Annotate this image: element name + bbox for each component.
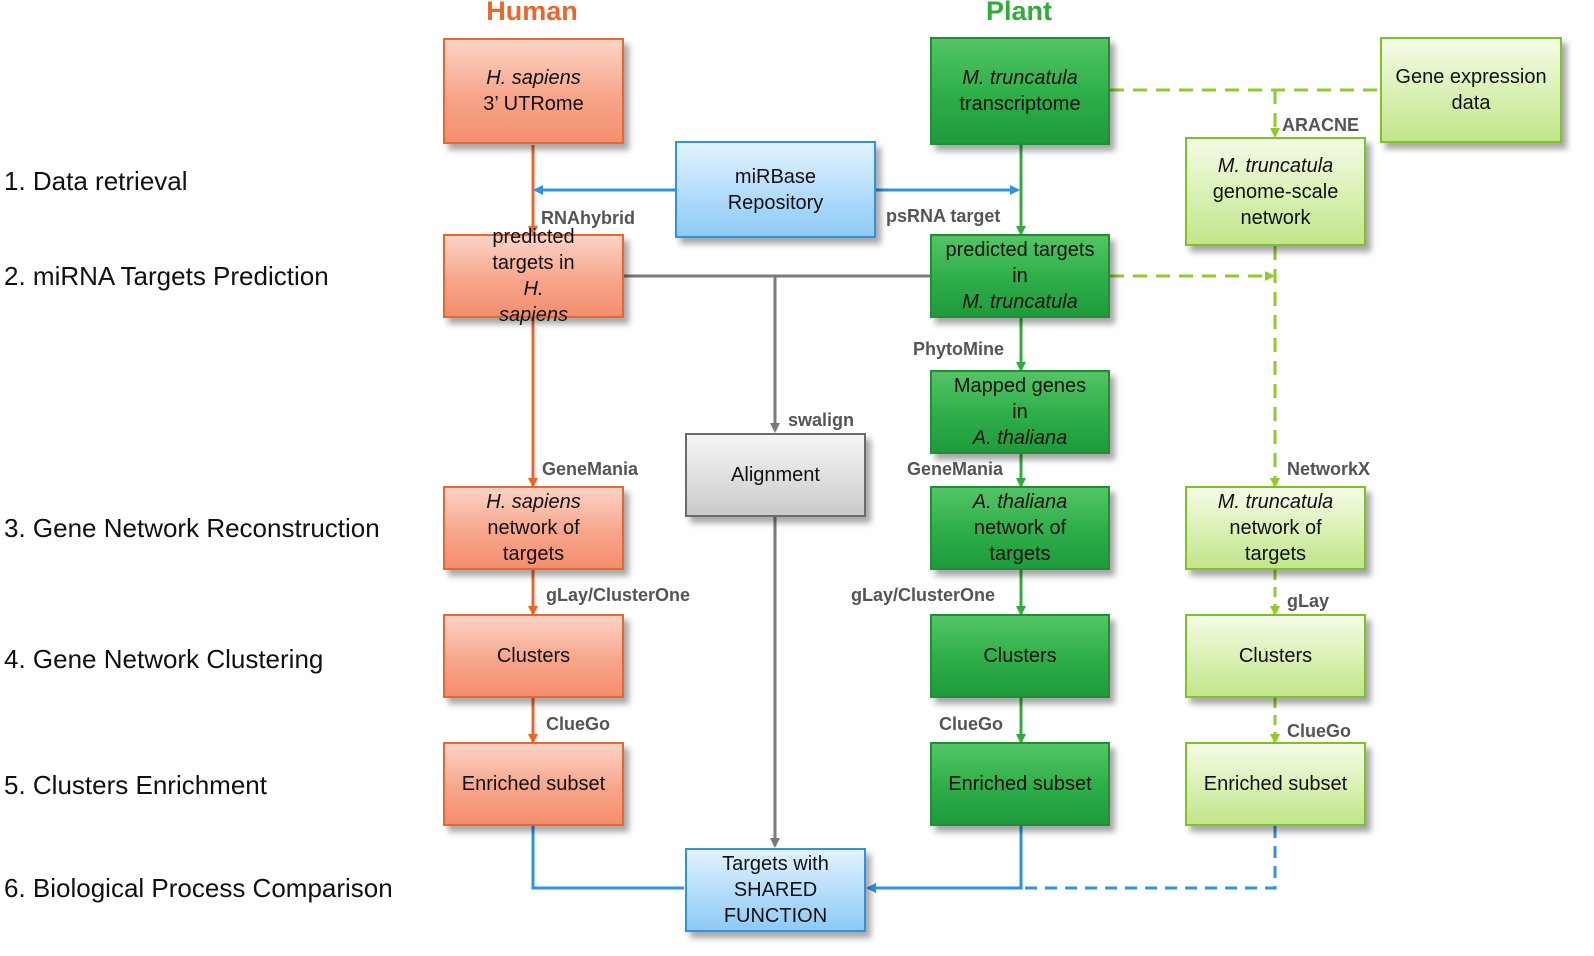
arrow-plant-enriched-to-shared — [866, 826, 1023, 893]
tool-cluego-mt: ClueGo — [1287, 721, 1352, 741]
tool-cluego-human: ClueGo — [546, 714, 611, 734]
mt-clusters-box: Clusters — [1185, 614, 1366, 698]
tool-phytomine: PhytoMine — [913, 339, 1005, 359]
tool-networkx: NetworkX — [1287, 459, 1371, 479]
step-5-label: 5. Clusters Enrichment — [4, 770, 267, 800]
tool-glay-clusterone-human: gLay/ClusterOne — [546, 585, 691, 605]
tool-genemania-human: GeneMania — [542, 459, 639, 479]
at-enriched-box: Enriched subset — [930, 742, 1110, 826]
line-human-enriched-to-shared — [531, 826, 684, 890]
step-4-label: 4. Gene Network Clustering — [4, 644, 324, 674]
tool-cluego-plant: ClueGo — [939, 714, 1004, 734]
tool-aracne: ARACNE — [1282, 115, 1360, 135]
step-6-label: 6. Biological Process Comparison — [4, 873, 393, 903]
header-plant: Plant — [985, 0, 1052, 26]
step-2-label: 2. miRNA Targets Prediction — [4, 261, 329, 291]
dashed-mt-enriched-to-shared — [1021, 826, 1277, 890]
tool-rnahybrid: RNAhybrid — [541, 208, 635, 228]
step-1-label: 1. Data retrieval — [4, 166, 188, 196]
alignment-box: Alignment — [685, 433, 866, 517]
hs-enriched-box: Enriched subset — [443, 742, 624, 826]
step-3-label: 3. Gene Network Reconstruction — [4, 513, 380, 543]
tool-psrna-target: psRNA target — [886, 206, 1001, 226]
header-human: Human — [486, 0, 578, 26]
tool-genemania-plant: GeneMania — [907, 459, 1004, 479]
tool-swalign: swalign — [788, 410, 855, 430]
tool-glay: gLay — [1287, 591, 1330, 611]
mt-enriched-box: Enriched subset — [1185, 742, 1366, 826]
tool-glay-clusterone-plant: gLay/ClusterOne — [851, 585, 996, 605]
at-clusters-box: Clusters — [930, 614, 1110, 698]
hs-clusters-box: Clusters — [443, 614, 624, 698]
